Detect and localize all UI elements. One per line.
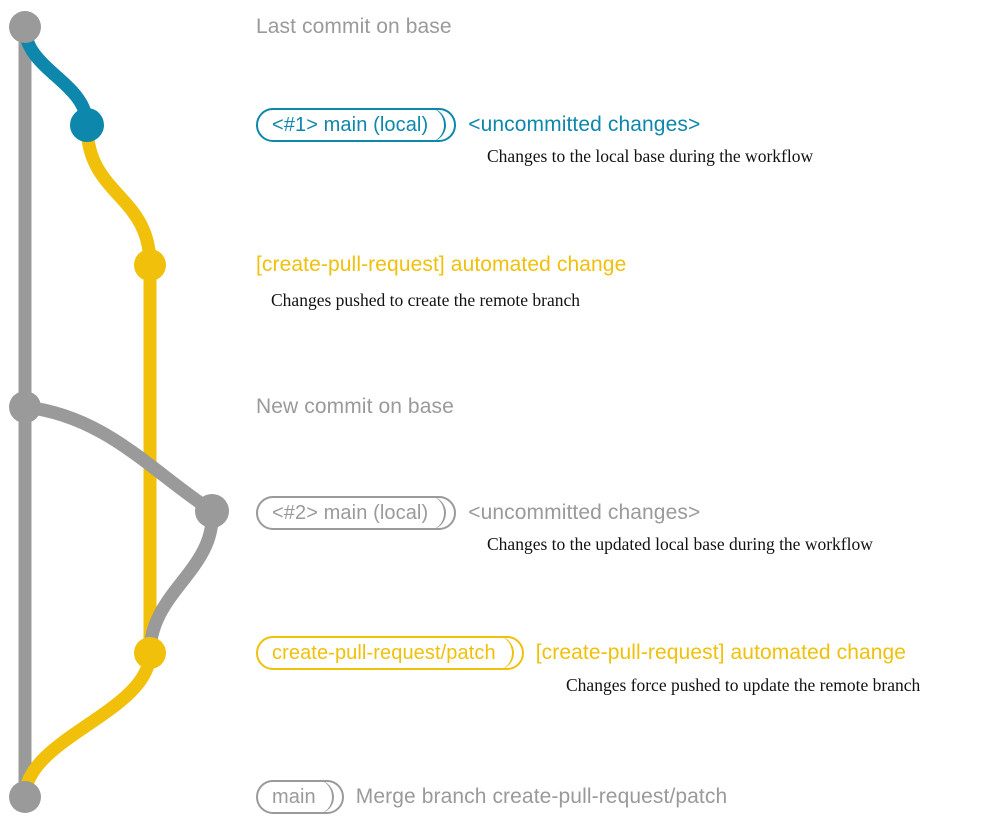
commit-description: Changes to the local base during the wor…	[487, 146, 814, 166]
commit-subject: <uncommitted changes>	[468, 501, 701, 524]
commit-subject: [create-pull-request] automated change	[256, 253, 627, 276]
badge-notch-icon	[428, 108, 447, 142]
ref-badge-main-local-2[interactable]: <#2> main (local)	[256, 496, 457, 530]
ref-badge-label: create-pull-request/patch	[272, 642, 496, 664]
commit-nodes	[9, 11, 229, 813]
commit-subject: Last commit on base	[256, 15, 452, 38]
commit-row-base-last: Last commit on base	[256, 15, 452, 39]
commit-node-base-new[interactable]	[9, 391, 41, 423]
commit-node-local-1[interactable]	[70, 108, 104, 142]
commit-node-local-2[interactable]	[195, 494, 229, 528]
edge-local1-to-patch1	[80, 118, 157, 272]
ref-badge-label: <#2> main (local)	[272, 502, 429, 524]
ref-badge-create-pull-request-patch[interactable]: create-pull-request/patch	[256, 636, 524, 670]
commit-subject: New commit on base	[256, 395, 454, 418]
commit-node-merge[interactable]	[9, 781, 41, 813]
commit-subject: <uncommitted changes>	[468, 113, 701, 136]
badge-notch-icon	[316, 780, 334, 814]
badge-notch-icon	[496, 636, 514, 670]
commit-description: Changes force pushed to update the remot…	[566, 675, 921, 695]
commit-node-patch-1[interactable]	[134, 249, 166, 281]
commit-node-patch-2[interactable]	[134, 637, 166, 669]
commit-row-patch-2: create-pull-request/patch [create-pull-r…	[256, 636, 906, 670]
ref-badge-main[interactable]: main	[256, 780, 344, 814]
commit-row-local-2: <#2> main (local) <uncommitted changes>	[256, 496, 700, 530]
ref-badge-label: <#1> main (local)	[272, 114, 429, 136]
commit-node-base-last[interactable]	[9, 11, 41, 43]
commit-description: Changes to the updated local base during…	[487, 534, 873, 554]
edge-patch2-to-merge	[18, 646, 157, 804]
commit-subject: Merge branch create-pull-request/patch	[355, 785, 728, 808]
commit-subject: [create-pull-request] automated change	[535, 641, 907, 664]
commit-description: Changes pushed to create the remote bran…	[271, 290, 581, 310]
commit-row-merge: main Merge branch create-pull-request/pa…	[256, 780, 727, 814]
edge-base2-to-local2	[18, 400, 219, 518]
ref-badge-main-local-1[interactable]: <#1> main (local)	[256, 108, 457, 142]
badge-notch-icon	[428, 496, 447, 530]
commit-row-patch-1: [create-pull-request] automated change	[256, 253, 626, 277]
commit-row-local-1: <#1> main (local) <uncommitted changes>	[256, 108, 700, 142]
edge-local2-to-patch2	[143, 504, 219, 660]
ref-badge-label: main	[272, 786, 316, 808]
commit-row-base-new: New commit on base	[256, 395, 454, 419]
